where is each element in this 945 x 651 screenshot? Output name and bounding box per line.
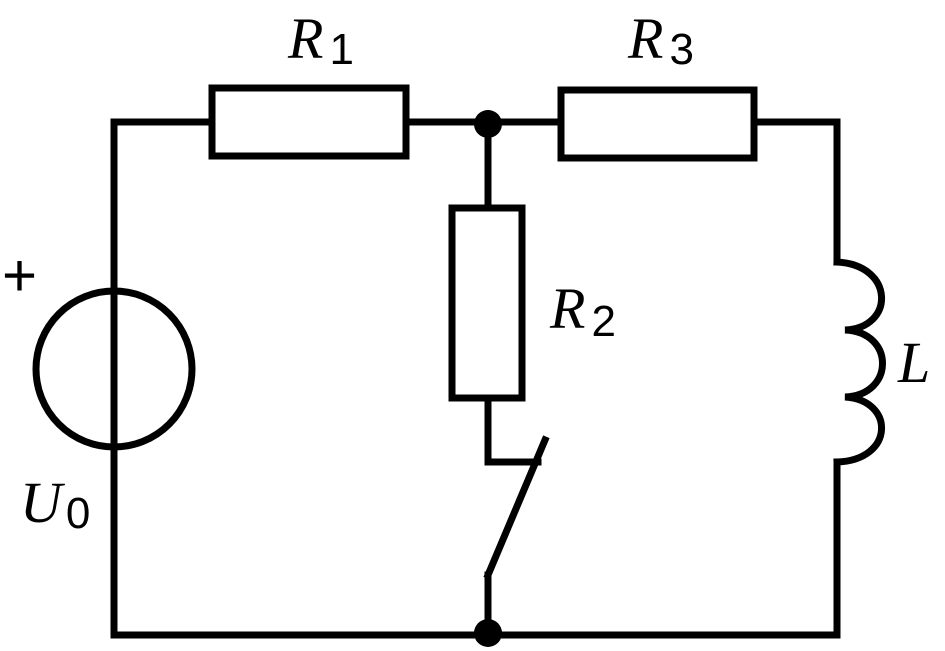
wire-top-right bbox=[750, 118, 841, 266]
wires bbox=[110, 118, 841, 639]
label-inductor: L bbox=[897, 330, 930, 395]
wire-left-top bbox=[110, 118, 216, 639]
inductor-l bbox=[833, 258, 886, 466]
resistor-r3 bbox=[557, 86, 758, 162]
junction-node-top bbox=[474, 110, 502, 138]
resistor-r2 bbox=[448, 204, 526, 402]
label-source: U0 bbox=[20, 470, 90, 538]
wire-right-bottom bbox=[110, 458, 841, 639]
resistor-r1 bbox=[208, 84, 410, 160]
wire-r2-bottom bbox=[484, 394, 542, 466]
label-polarity-plus: + bbox=[2, 242, 37, 309]
junction-node-bottom bbox=[474, 619, 502, 647]
switch-blade bbox=[483, 435, 550, 580]
